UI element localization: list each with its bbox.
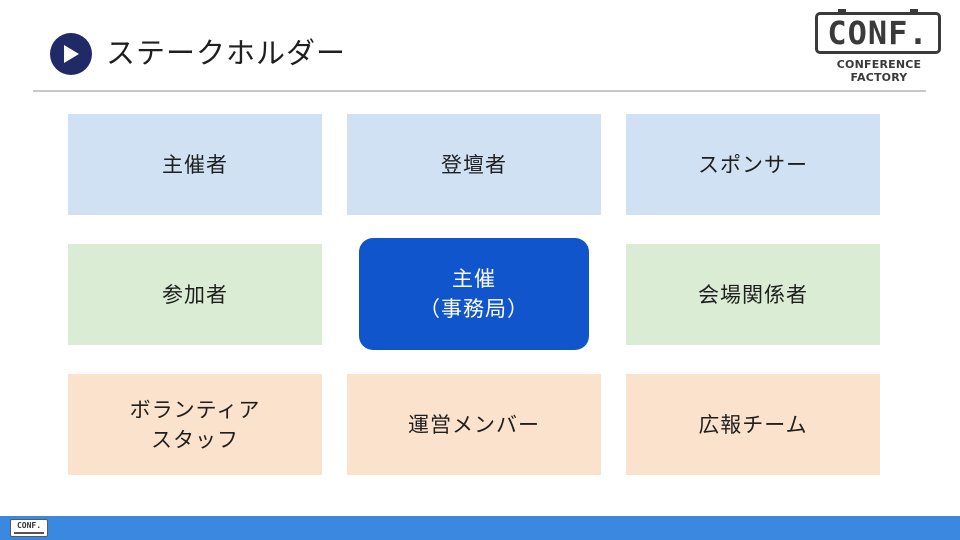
- tile-label: 主催者: [162, 152, 228, 177]
- footer-logo-word: CONF.: [16, 521, 42, 530]
- tile-participant: 参加者: [68, 244, 322, 345]
- footer-logo-underline: [14, 532, 44, 534]
- tile-label: ボランティア スタッフ: [129, 397, 261, 452]
- logo-subtitle: CONFERENCE FACTORY: [836, 58, 922, 84]
- tile-label: 参加者: [162, 282, 228, 307]
- tile-label: 主催 （事務局）: [419, 267, 529, 321]
- footer-bar: [0, 516, 960, 540]
- tile-label: 広報チーム: [698, 412, 808, 437]
- footer-logo: CONF.: [10, 519, 48, 537]
- page-title: ステークホルダー: [106, 36, 347, 70]
- tile-label: 登壇者: [441, 152, 507, 177]
- tile-label: スポンサー: [698, 152, 808, 177]
- tile-pr-team: 広報チーム: [626, 374, 880, 475]
- logo-frame: CONF.: [815, 9, 941, 54]
- tile-sponsor: スポンサー: [626, 114, 880, 215]
- conf-logo: CONF. CONFERENCE FACTORY: [811, 9, 947, 84]
- tile-operations-members: 運営メンバー: [347, 374, 601, 475]
- tile-organizer: 主催者: [68, 114, 322, 215]
- tile-volunteer-staff: ボランティア スタッフ: [68, 374, 322, 475]
- play-circle-icon: [50, 33, 92, 75]
- tile-label: 会場関係者: [698, 282, 808, 307]
- tile-speaker: 登壇者: [347, 114, 601, 215]
- header-divider: [33, 90, 926, 92]
- tile-label: 運営メンバー: [408, 412, 540, 437]
- tile-venue-staff: 会場関係者: [626, 244, 880, 345]
- tile-secretariat: 主催 （事務局）: [359, 238, 589, 350]
- logo-word: CONF.: [827, 14, 929, 52]
